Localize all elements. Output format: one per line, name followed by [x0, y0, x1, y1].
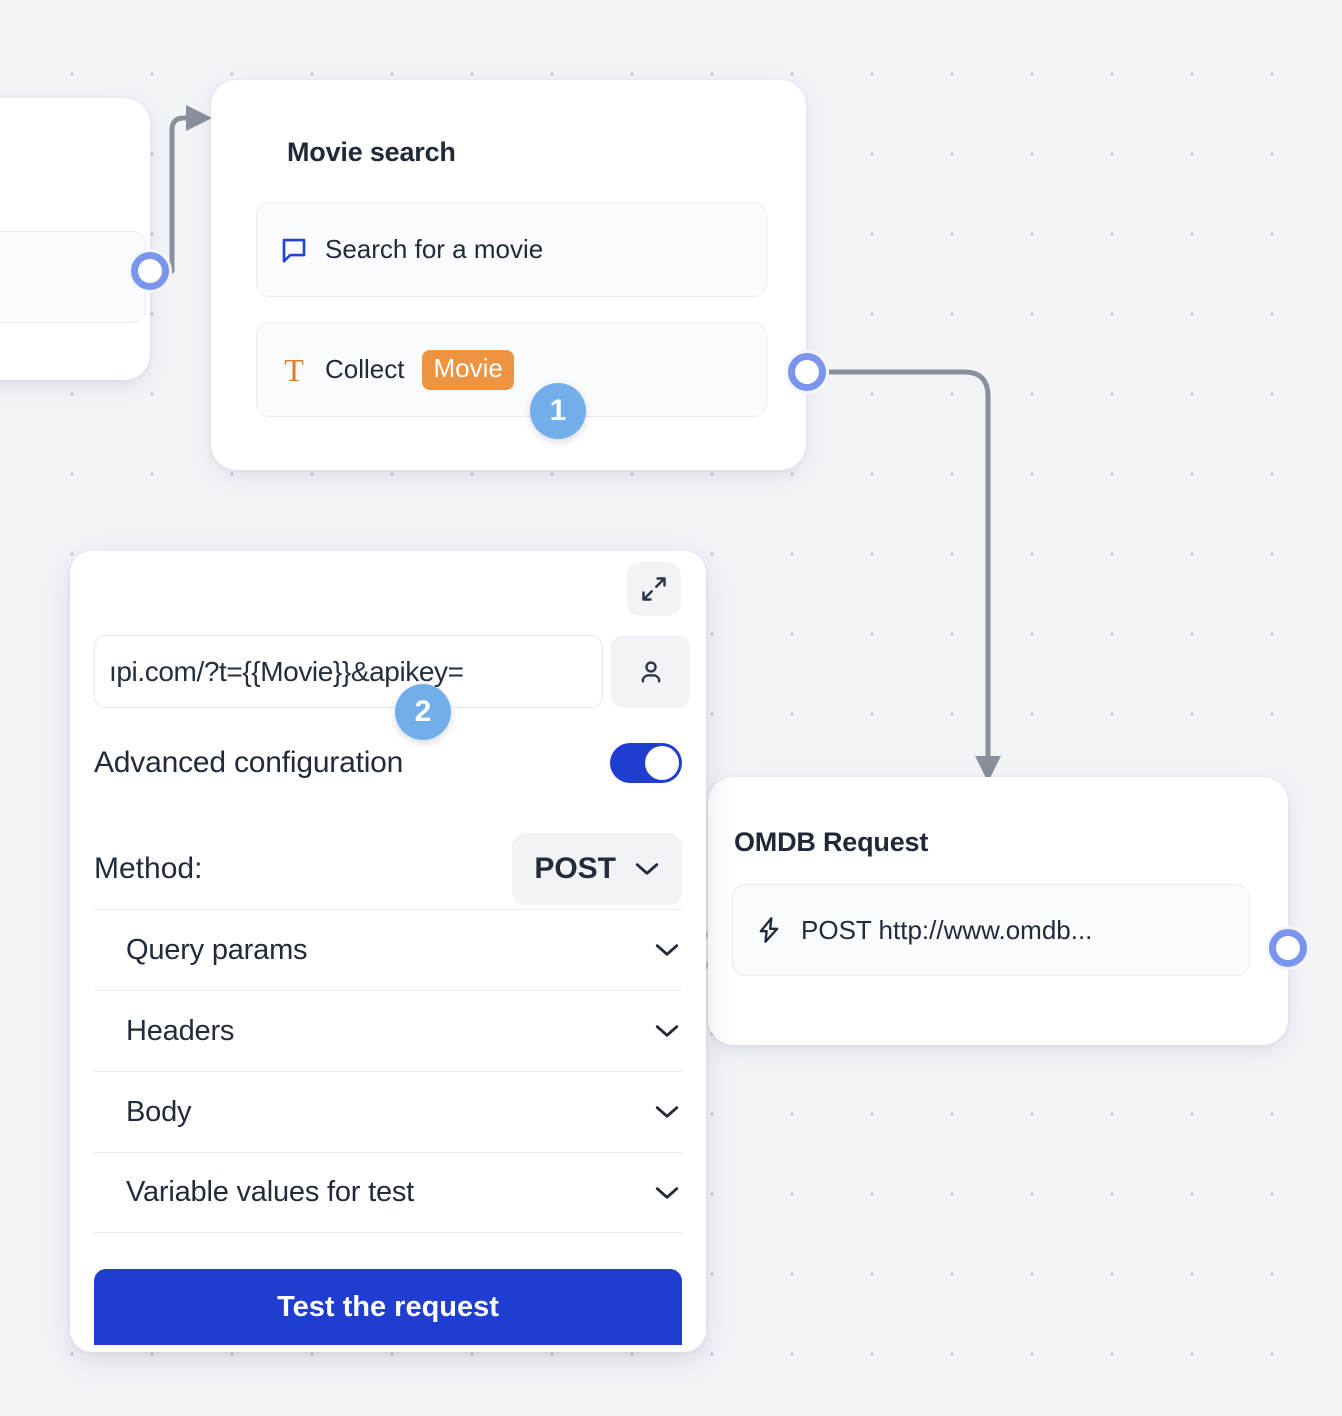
port-movie-search-output[interactable]	[785, 350, 829, 394]
advanced-configuration-toggle[interactable]	[610, 743, 682, 783]
node-partial-left[interactable]	[0, 98, 150, 380]
node-title: Movie search	[287, 137, 456, 167]
port-omdb-output[interactable]	[1266, 926, 1310, 970]
edge-partial-to-movie-search	[169, 115, 193, 274]
step-badge-2: 2	[395, 684, 451, 740]
chevron-down-icon	[655, 1186, 679, 1199]
accordion-label: Body	[126, 1095, 192, 1128]
chevron-down-icon	[655, 1025, 679, 1037]
port-partial-output[interactable]	[128, 249, 172, 293]
lightning-bolt-icon	[759, 917, 779, 943]
accordion-sections: Query params Headers Body Variable value…	[94, 909, 682, 1233]
node-movie-search[interactable]: Movie search Search for a movie T Collec…	[211, 80, 806, 470]
method-select[interactable]: POST	[512, 833, 682, 905]
accordion-item-body[interactable]: Body	[94, 1071, 682, 1152]
step-badge-1: 1	[530, 383, 586, 439]
url-row[interactable]	[94, 635, 690, 708]
accordion-item-variable-values-for-test[interactable]: Variable values for test	[94, 1152, 682, 1233]
method-row: Method: POST	[94, 833, 682, 905]
accordion-label: Variable values for test	[126, 1176, 415, 1208]
partial-node-row[interactable]	[0, 231, 146, 323]
node-title: OMDB Request	[734, 827, 929, 857]
advanced-configuration-label: Advanced configuration	[94, 746, 404, 779]
node-omdb-request[interactable]: OMDB Request POST http://www.omdb...	[708, 777, 1288, 1045]
accordion-label: Query params	[126, 933, 308, 966]
row-label: Collect	[325, 354, 405, 384]
chevron-down-icon	[655, 1106, 679, 1118]
accordion-label: Headers	[126, 1014, 235, 1047]
row-label: Search for a movie	[325, 234, 544, 264]
edge-movie-search-to-omdb	[826, 369, 991, 759]
node-row-collect-movie[interactable]: T Collect Movie	[256, 322, 767, 417]
method-label: Method:	[94, 852, 203, 885]
chevron-down-icon	[635, 863, 659, 875]
chevron-down-icon	[655, 944, 679, 956]
expand-diagonal-icon	[642, 577, 666, 601]
text-t-icon: T	[284, 351, 304, 388]
advanced-configuration-row[interactable]: Advanced configuration	[94, 743, 682, 783]
auth-user-button[interactable]	[611, 635, 690, 708]
user-icon	[641, 660, 660, 683]
row-label: POST http://www.omdb...	[801, 914, 1093, 945]
edge-arrow-movie-search	[186, 105, 212, 131]
node-row-search-for-a-movie[interactable]: Search for a movie	[256, 202, 767, 297]
accordion-item-headers[interactable]: Headers	[94, 990, 682, 1071]
accordion-item-query-params[interactable]: Query params	[94, 909, 682, 990]
method-value: POST	[534, 852, 616, 885]
test-the-request-button[interactable]: Test the request	[94, 1269, 682, 1345]
request-config-panel[interactable]: Advanced configuration Method: POST Quer…	[70, 551, 706, 1352]
request-url-input[interactable]	[94, 635, 603, 708]
speech-bubble-icon	[282, 238, 306, 263]
variable-tag-movie[interactable]: Movie	[422, 349, 514, 390]
node-row-omdb-post[interactable]: POST http://www.omdb...	[732, 884, 1250, 976]
expand-panel-button[interactable]	[627, 562, 681, 616]
